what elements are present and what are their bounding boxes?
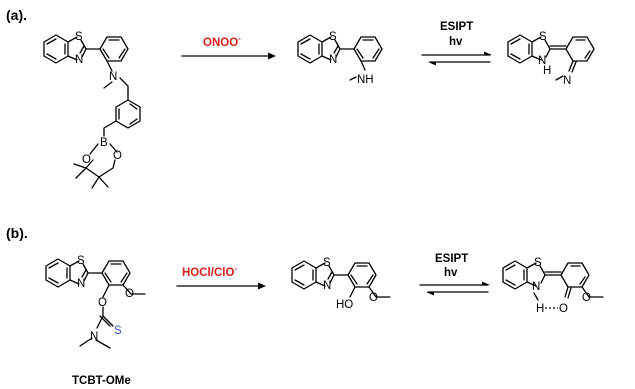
atom-h: H (543, 65, 551, 77)
condition-esipt: ESIPT (435, 253, 468, 265)
atom-s: S (329, 31, 337, 43)
probe-name: TCBT-OMe (72, 375, 131, 387)
atom-o: O (369, 292, 378, 304)
equilibrium-arrows-b: ESIPT hv (419, 253, 490, 296)
atom-n: N (563, 75, 571, 87)
product-a-amine: S N NH (297, 31, 383, 86)
atom-h: H (536, 303, 544, 315)
atom-n: N (538, 55, 546, 67)
atom-o: O (582, 292, 591, 304)
atom-s: S (77, 255, 85, 267)
atom-o: O (98, 297, 107, 309)
atom-o: O (82, 154, 91, 166)
atom-o: O (559, 303, 568, 315)
atom-thione-s: S (114, 325, 122, 337)
atom-o: O (113, 150, 122, 162)
reagent-hocl: HOCl/ClO- (182, 264, 237, 279)
product-b-phenol: S N HO O (291, 257, 391, 311)
atom-nh: NH (357, 74, 374, 86)
atom-n: N (323, 280, 331, 292)
atom-n: N (77, 278, 85, 290)
atom-s: S (75, 31, 83, 43)
panel-b-label: (b). (6, 225, 28, 241)
atom-n: N (75, 54, 83, 66)
atom-n: N (329, 54, 337, 66)
reagent-onoo: ONOO- (203, 34, 241, 49)
reaction-arrow-a: ONOO- (181, 34, 276, 60)
condition-hv: hv (444, 267, 458, 279)
atom-o: O (125, 288, 134, 300)
condition-esipt: ESIPT (440, 21, 473, 33)
equilibrium-arrows-a: ESIPT hv (421, 21, 492, 66)
atom-n: N (90, 331, 98, 343)
tautomer-a-imine: S N H N (507, 31, 595, 87)
probe-b-structure: S N O O S N (45, 255, 146, 349)
atom-b: B (100, 137, 108, 149)
condition-hv: hv (449, 36, 463, 48)
atom-s: S (323, 257, 331, 269)
atom-ho: HO (336, 299, 353, 311)
atom-s: S (539, 31, 547, 43)
probe-a-structure: S N N B O O (43, 31, 141, 189)
atom-n: N (532, 281, 540, 293)
panel-a-label: (a). (6, 7, 27, 23)
atom-n: N (109, 71, 117, 83)
tautomer-b-keto: S N H O O (502, 257, 604, 315)
atom-s: S (534, 257, 542, 269)
reaction-arrow-b: HOCl/ClO- (176, 264, 266, 290)
